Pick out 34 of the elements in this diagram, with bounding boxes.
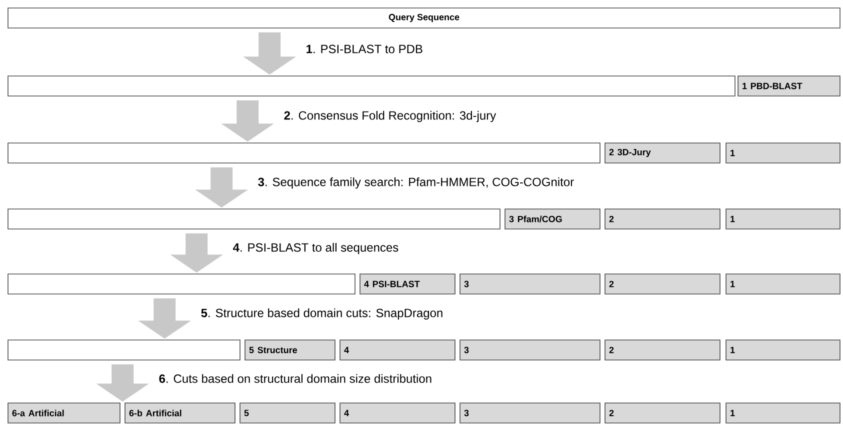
empty-segment	[8, 274, 356, 294]
step-label: 1. PSI-BLAST to PDB	[306, 44, 422, 54]
segment-box: 1	[726, 340, 840, 360]
segment-box: 1 PBD-BLAST	[738, 76, 840, 96]
step-label: 3. Sequence family search: Pfam-HMMER, COG-COGnitor	[258, 177, 574, 189]
empty-segment	[8, 340, 240, 360]
step-label: 5. Structure based domain cuts: SnapDragon	[201, 308, 442, 320]
step-label: 2. Consensus Fold Recognition: 3d-jury	[284, 110, 496, 122]
segment-box: 5 Structure	[244, 340, 336, 360]
step-label: 4. PSI-BLAST to all sequences	[233, 242, 398, 254]
segment-box: 2 3D-Jury	[604, 142, 720, 164]
segment-box: 1	[726, 402, 840, 424]
segment-box: 1	[726, 274, 840, 294]
segment-box: 1	[726, 142, 840, 164]
empty-segment	[8, 142, 600, 164]
empty-segment	[8, 208, 500, 230]
segment-box: 2	[604, 208, 720, 230]
segment-box: 2	[604, 274, 720, 294]
segment-box: 3 Pfam/COG	[504, 208, 600, 230]
segment-box: 3	[460, 402, 600, 424]
title-bar: Query Sequence	[8, 8, 840, 28]
segment-box: 4	[340, 402, 456, 424]
segment-box: 6-a Artificial	[8, 402, 120, 424]
segment-box: 4	[340, 340, 456, 360]
segment-box: 3	[460, 274, 600, 294]
empty-segment	[8, 76, 736, 96]
segment-box: 3	[460, 340, 600, 360]
step-label: 6. Cuts based on structural domain size distribution	[159, 374, 432, 383]
segment-box: 2	[604, 402, 720, 424]
segment-box: 2	[604, 340, 720, 360]
segment-box: 4 PSI-BLAST	[360, 274, 456, 294]
segment-box: 6-b Artificial	[124, 402, 236, 424]
segment-box: 5	[240, 402, 336, 424]
segment-box: 1	[726, 208, 840, 230]
